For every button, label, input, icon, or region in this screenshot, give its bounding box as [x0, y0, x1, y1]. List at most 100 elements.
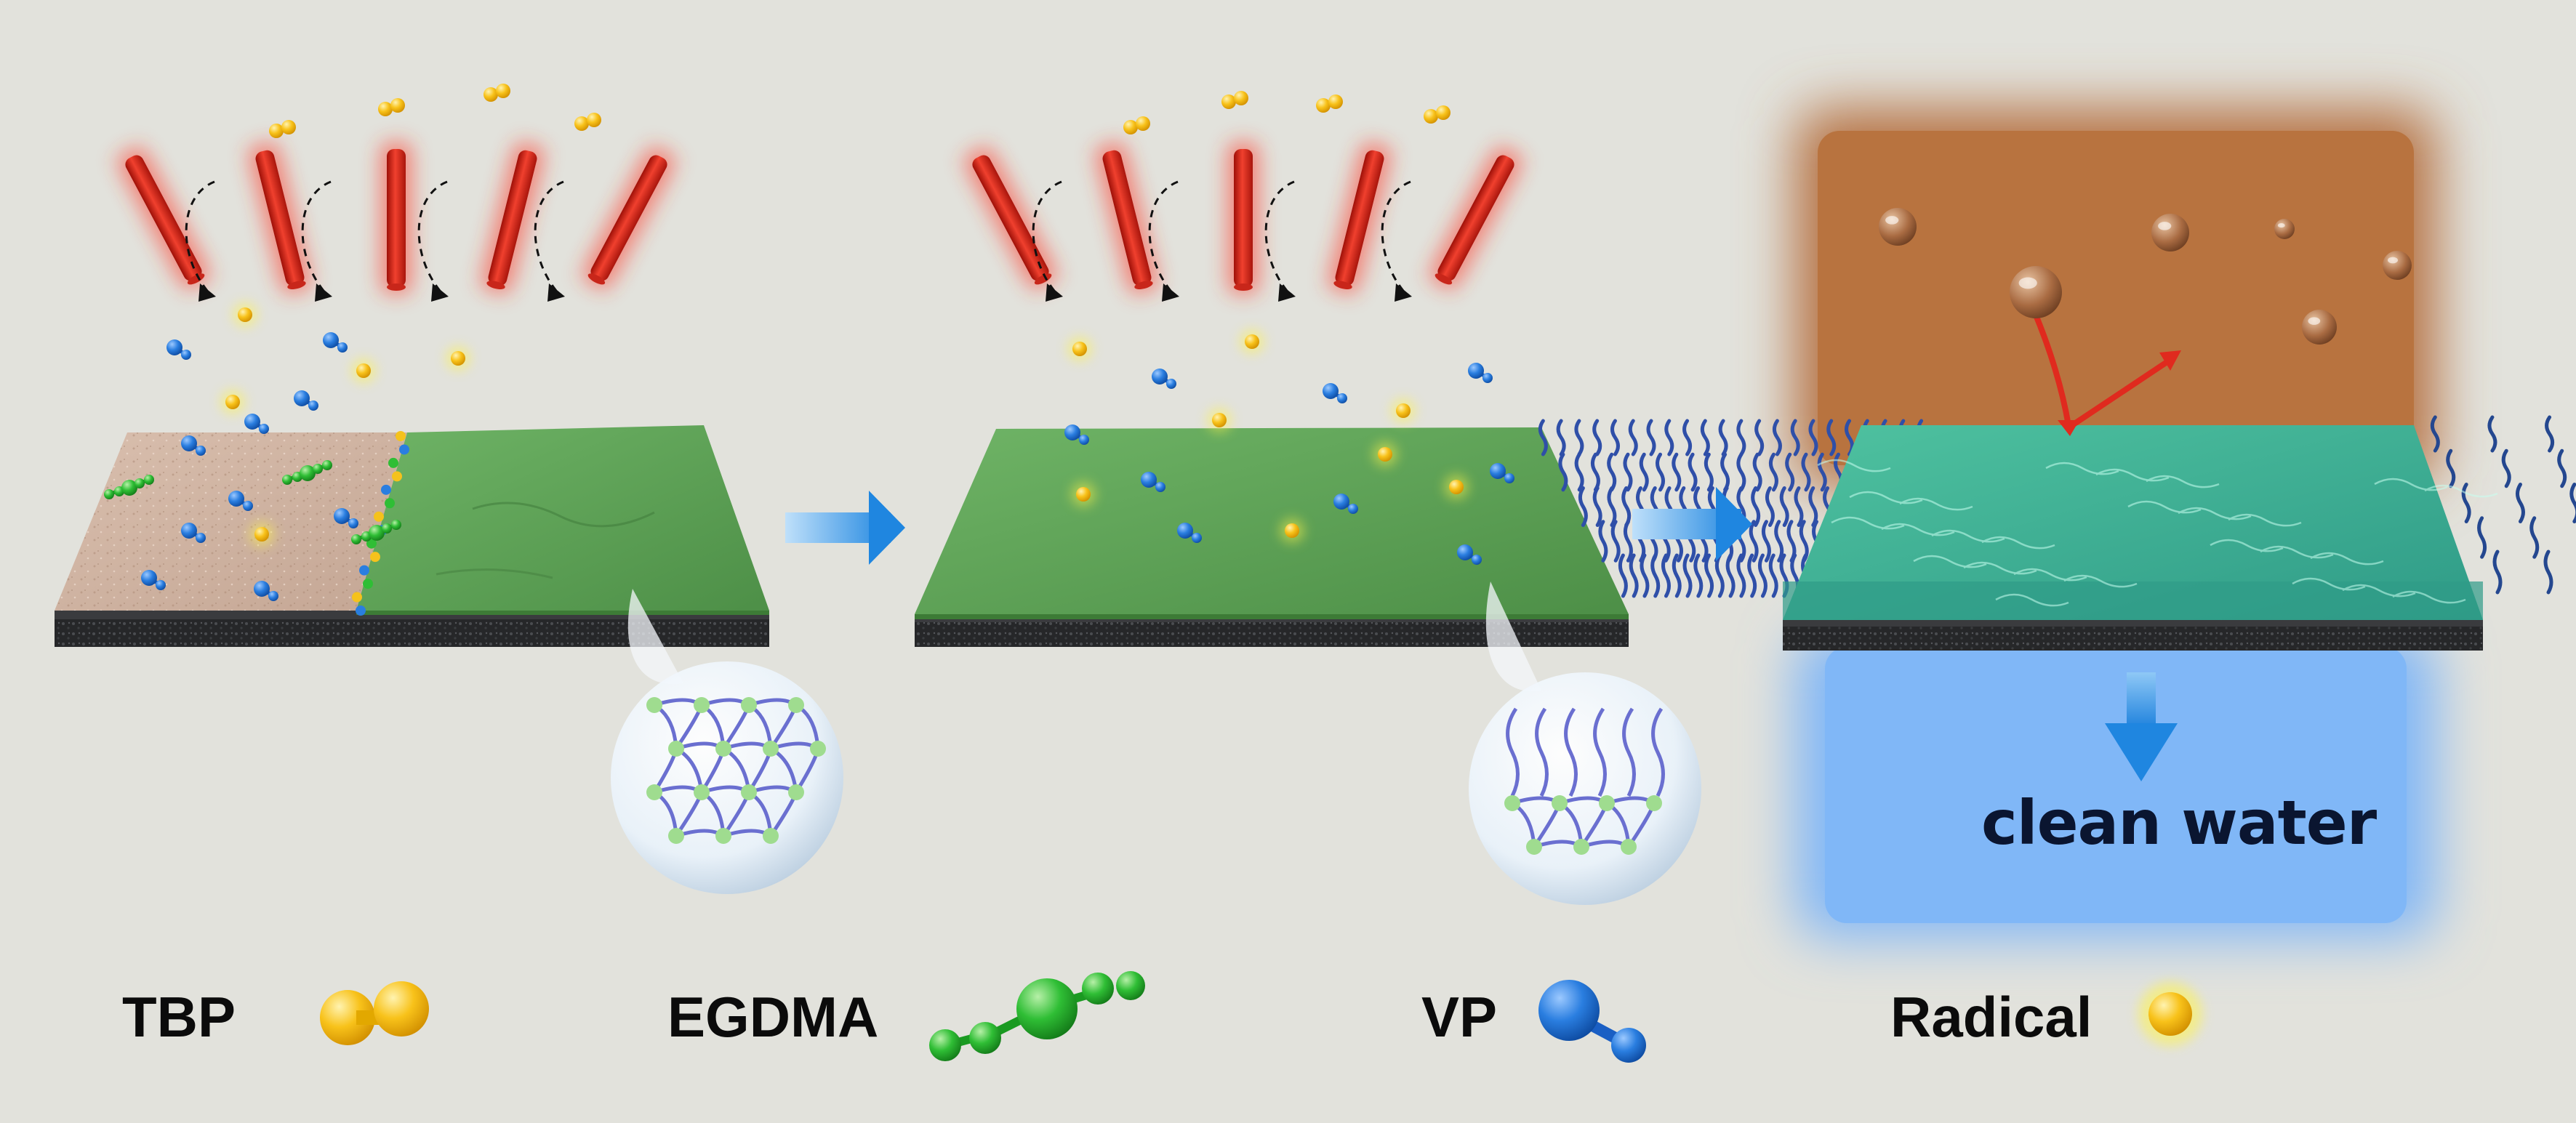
scattered-molecules: [104, 84, 1514, 601]
polymer-brush-chain: [1772, 419, 1782, 456]
polymer-brush-chain: [2487, 415, 2497, 453]
crosslink-node: [1504, 795, 1520, 811]
uv-lamps-left: [117, 142, 675, 302]
polymer-brush-chain: [1736, 452, 1746, 492]
polymer-brush-chain: [1598, 520, 1608, 563]
polymer-brush-chain: [2501, 448, 2511, 488]
tbp-molecule: [574, 113, 601, 131]
uv-lamp: [582, 146, 675, 290]
uv-irradiation-arrow: [301, 180, 332, 302]
water-ripple: [1849, 491, 1923, 504]
uv-lamp: [964, 146, 1057, 290]
grafted-chain: [1622, 707, 1636, 797]
vp-molecule: [323, 332, 348, 353]
polymer-brush-chain: [1574, 419, 1584, 456]
crosslink-node: [668, 828, 684, 844]
tbp-molecule: [378, 98, 405, 116]
water-ripple: [2374, 478, 2448, 491]
membrane-stage-1: [55, 425, 769, 647]
crosslink-node: [715, 741, 731, 757]
polymer-brush-chain: [2430, 415, 2440, 453]
polymer-brush-chain: [1700, 419, 1710, 456]
tbp-molecule: [1221, 91, 1248, 109]
water-ripple: [2013, 568, 2087, 581]
water-ripple: [2063, 574, 2138, 588]
uv-lamp: [380, 142, 412, 294]
polymer-brush-chain: [1656, 452, 1666, 492]
radical-dot: [1444, 475, 1469, 499]
seam-particle: [359, 565, 369, 576]
water-ripple: [1881, 523, 1955, 536]
seam-particle: [352, 592, 362, 603]
foulant-particle: [2383, 251, 2412, 280]
water-ripple: [2095, 468, 2170, 482]
water-ripple: [1913, 555, 1987, 568]
legend-label-egdma: EGDMA: [667, 985, 879, 1049]
polymer-brush-chain: [1621, 486, 1632, 527]
water-ripple: [2210, 539, 2284, 552]
polymer-brush-chain: [2515, 483, 2525, 523]
polymer-brush-chain: [1672, 452, 1682, 492]
polymer-brush-chain: [1607, 452, 1617, 492]
grafted-chain: [1651, 707, 1665, 797]
polymer-brush-chain: [1688, 452, 1698, 492]
water-ripple: [2045, 462, 2119, 475]
clean-water-caption: clean water: [1981, 787, 2377, 858]
polymer-brush-chain: [1790, 419, 1800, 456]
crosslink-node: [1599, 795, 1615, 811]
vp-molecule: [228, 491, 253, 511]
radical-dot-icon: [2138, 982, 2202, 1046]
polymer-brush-chain: [1629, 553, 1639, 598]
vp-molecule: [334, 508, 358, 528]
vp-molecule: [1457, 544, 1482, 565]
water-ripple: [2260, 545, 2334, 559]
tbp-molecule: [1316, 94, 1343, 113]
uv-lamp: [1227, 142, 1259, 294]
radical-dot: [351, 358, 376, 383]
grafted-chain: [1564, 707, 1578, 797]
tbp-molecule: [1123, 116, 1150, 134]
uv-irradiation-arrow: [417, 180, 449, 302]
radical-dot: [1207, 408, 1232, 432]
crosslink-node: [646, 784, 662, 800]
membrane-stage-3: [1783, 415, 2576, 651]
vp-molecule: [1468, 363, 1493, 383]
foulant-particle: [2274, 219, 2295, 239]
foulant-particle: [2302, 310, 2337, 345]
vp-molecule: [141, 570, 166, 590]
polymer-brush-chain: [1752, 452, 1762, 492]
water-ripple: [1817, 459, 1891, 472]
polymer-brush-chain: [1808, 419, 1818, 456]
polymer-brush-chain: [1826, 419, 1837, 456]
zoom-bubble-grafted: [1469, 581, 1701, 905]
polymer-brush-chain: [1639, 452, 1649, 492]
polymer-brush-chain: [2446, 448, 2456, 488]
radical-dot: [1391, 398, 1416, 423]
uv-lamps-middle: [964, 142, 1522, 302]
seam-particle: [399, 444, 409, 455]
grafted-chain: [1506, 707, 1520, 797]
polymer-brush-chain: [1768, 553, 1778, 598]
polymer-brush-chain: [2569, 483, 2576, 523]
egdma-molecule: [351, 520, 401, 544]
egdma-molecule: [104, 475, 154, 499]
polymer-brush-chain: [1538, 419, 1548, 456]
process-arrow-1: [785, 491, 905, 565]
polymer-brush-chain: [2557, 448, 2567, 488]
polymer-brush-chain: [1607, 486, 1617, 527]
crosslink-node: [646, 697, 662, 713]
uv-irradiation-arrow: [1264, 180, 1296, 302]
water-ripple: [2342, 584, 2416, 597]
radical-dot: [1373, 442, 1397, 467]
polymer-brush-chain: [1578, 486, 1588, 527]
uv-lamp: [1328, 142, 1392, 294]
grafted-chain: [1593, 707, 1607, 797]
crosslink-node: [1621, 839, 1637, 855]
water-ripple: [2228, 513, 2302, 527]
polymer-brush-chain: [1682, 553, 1693, 598]
crosslink-node: [1573, 839, 1589, 855]
polymer-brush-chain: [2461, 483, 2471, 523]
water-ripple: [1899, 497, 1973, 511]
polymer-brush-chain: [1720, 452, 1730, 492]
polymer-brush-chain: [1765, 486, 1775, 527]
